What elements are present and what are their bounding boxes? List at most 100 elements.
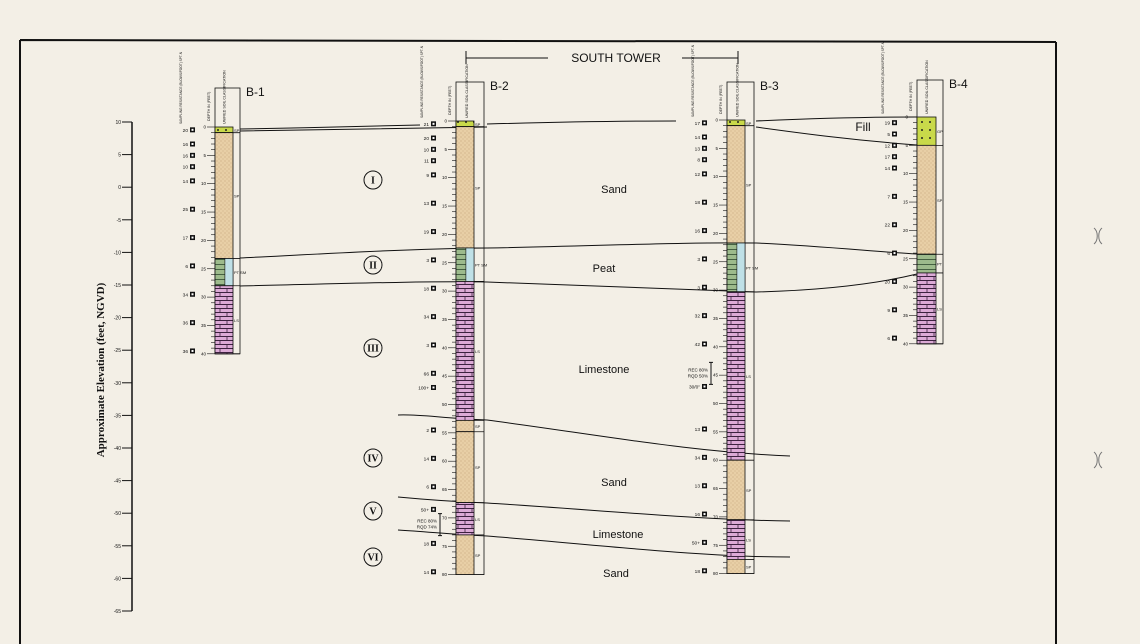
- uscs-code: SP: [234, 194, 240, 199]
- layer-fill: [726, 119, 746, 127]
- sample-icon-mark: [191, 349, 194, 352]
- spt-blow-count: 50+: [692, 540, 700, 546]
- zone-label: Limestone: [579, 364, 630, 376]
- uscs-code: SP: [746, 565, 752, 570]
- zone-label: Sand: [603, 568, 629, 580]
- spt-blow-count: 13: [695, 146, 701, 152]
- sample-icon-mark: [191, 293, 194, 296]
- peat-strip: [736, 242, 746, 293]
- uscs-code: SP: [475, 553, 481, 558]
- depth-tick-label: 10: [201, 181, 207, 186]
- depth-tick-label: 10: [713, 174, 719, 179]
- elevation-tick-label: 0: [118, 185, 121, 191]
- spt-blow-count: 36: [183, 321, 189, 327]
- depth-tick-label: 35: [713, 316, 719, 321]
- stratum-correlation-lines: [239, 116, 918, 558]
- depth-tick-label: 35: [903, 313, 909, 318]
- sample-icon-mark: [191, 208, 194, 211]
- zone-numeral: V: [369, 507, 377, 518]
- elevation-tick-label: -30: [114, 381, 121, 387]
- depth-tick-label: 20: [442, 232, 448, 237]
- layer-limestone: [455, 502, 475, 536]
- core-recovery-note: REC 80%: [417, 519, 437, 524]
- spt-blow-count: 13: [424, 201, 430, 207]
- depth-tick-label: 80: [442, 572, 448, 577]
- sample-icon-mark: [703, 484, 706, 487]
- sample-icon-mark: [432, 202, 435, 205]
- layer-sand: [726, 559, 746, 574]
- uscs-code: SP: [475, 185, 481, 190]
- spt-blow-count: 30/0": [689, 384, 700, 390]
- spt-blow-count: 36: [183, 349, 189, 355]
- core-recovery-note: RQD 74%: [417, 525, 437, 530]
- uscs-code: LS: [234, 318, 239, 323]
- depth-tick-label: 15: [201, 210, 207, 215]
- elevation-tick-label: -40: [114, 446, 121, 452]
- uscs-code: SP: [475, 465, 481, 470]
- elevation-tick-label: 5: [118, 153, 121, 159]
- depth-tick-label: 25: [442, 260, 448, 265]
- depth-tick-label: 65: [442, 487, 448, 492]
- sample-icon-mark: [703, 385, 706, 388]
- sample-icon-mark: [893, 280, 896, 283]
- spt-blow-count: 10: [183, 165, 189, 171]
- depth-tick-label: 40: [903, 341, 909, 346]
- spt-blow-count: 16: [183, 142, 189, 148]
- sample-icon-mark: [703, 513, 706, 516]
- sample-icon-mark: [432, 372, 435, 375]
- depth-header: DEPTH IN (FEET): [719, 85, 723, 114]
- zone-numeral-circle: [363, 448, 383, 468]
- uscs-code: GP: [937, 129, 943, 134]
- spt-blow-count: 16: [183, 153, 189, 159]
- blows-header: SAMPLING RESISTANCE (BLOWS/FOOT) SPT-N: [420, 45, 424, 118]
- depth-tick-label: 65: [713, 486, 719, 491]
- zone-numeral-circle: [363, 547, 383, 567]
- uscs-code: PT SM: [475, 263, 487, 268]
- depth-tick-label: 30: [713, 288, 719, 293]
- depth-tick-label: 0: [203, 125, 206, 130]
- zone-numeral-circle: [363, 501, 383, 521]
- spt-blow-count: 6: [887, 336, 890, 342]
- spt-blow-count: 34: [183, 292, 189, 298]
- depth-tick-label: 30: [442, 289, 448, 294]
- depth-tick-label: 0: [905, 115, 908, 120]
- uscs-code: PT SM: [234, 270, 246, 275]
- sample-icon-mark: [191, 165, 194, 168]
- sample-icon-mark: [432, 230, 435, 233]
- sample-icon-mark: [893, 167, 896, 170]
- sample-icon-mark: [432, 287, 435, 290]
- spt-blow-count: 3: [426, 258, 429, 264]
- depth-tick-label: 15: [442, 204, 448, 209]
- uscs-code: LS: [475, 517, 480, 522]
- spt-blow-count: 21: [424, 122, 430, 128]
- spt-blow-count: 20: [424, 136, 430, 142]
- spt-blow-count: 16: [695, 512, 701, 518]
- sample-icon-mark: [703, 456, 706, 459]
- blows-header: SAMPLING RESISTANCE (BLOWS/FOOT) SPT-N: [179, 51, 183, 124]
- layer-sand: [214, 132, 234, 259]
- sample-icon-mark: [191, 321, 194, 324]
- uscs-code: SP: [475, 122, 481, 127]
- depth-tick-label: 25: [201, 266, 207, 271]
- elevation-tick-label: -15: [114, 283, 121, 289]
- depth-header: DEPTH IN (FEET): [207, 92, 211, 121]
- sample-icon-mark: [893, 121, 896, 124]
- sample-icon-mark: [703, 257, 706, 260]
- ground-line: [239, 116, 918, 130]
- layer-sand: [455, 126, 475, 249]
- spt-blow-count: 8: [697, 158, 700, 164]
- sample-icon-mark: [191, 143, 194, 146]
- uscs-header: UNIFIED SOIL CLASSIFICATION: [465, 64, 469, 118]
- sample-icon-mark: [893, 133, 896, 136]
- sample-icon-mark: [893, 308, 896, 311]
- sample-icon-mark: [703, 136, 706, 139]
- spt-blow-count: 66: [424, 371, 430, 377]
- layer-limestone: [214, 285, 234, 355]
- south-tower-label: SOUTH TOWER: [571, 51, 661, 65]
- spt-blow-count: 13: [695, 484, 701, 490]
- depth-tick-label: 15: [903, 200, 909, 205]
- limestone-sand-contact-lower: [397, 529, 791, 558]
- sample-icon-mark: [432, 485, 435, 488]
- sample-icon-mark: [703, 428, 706, 431]
